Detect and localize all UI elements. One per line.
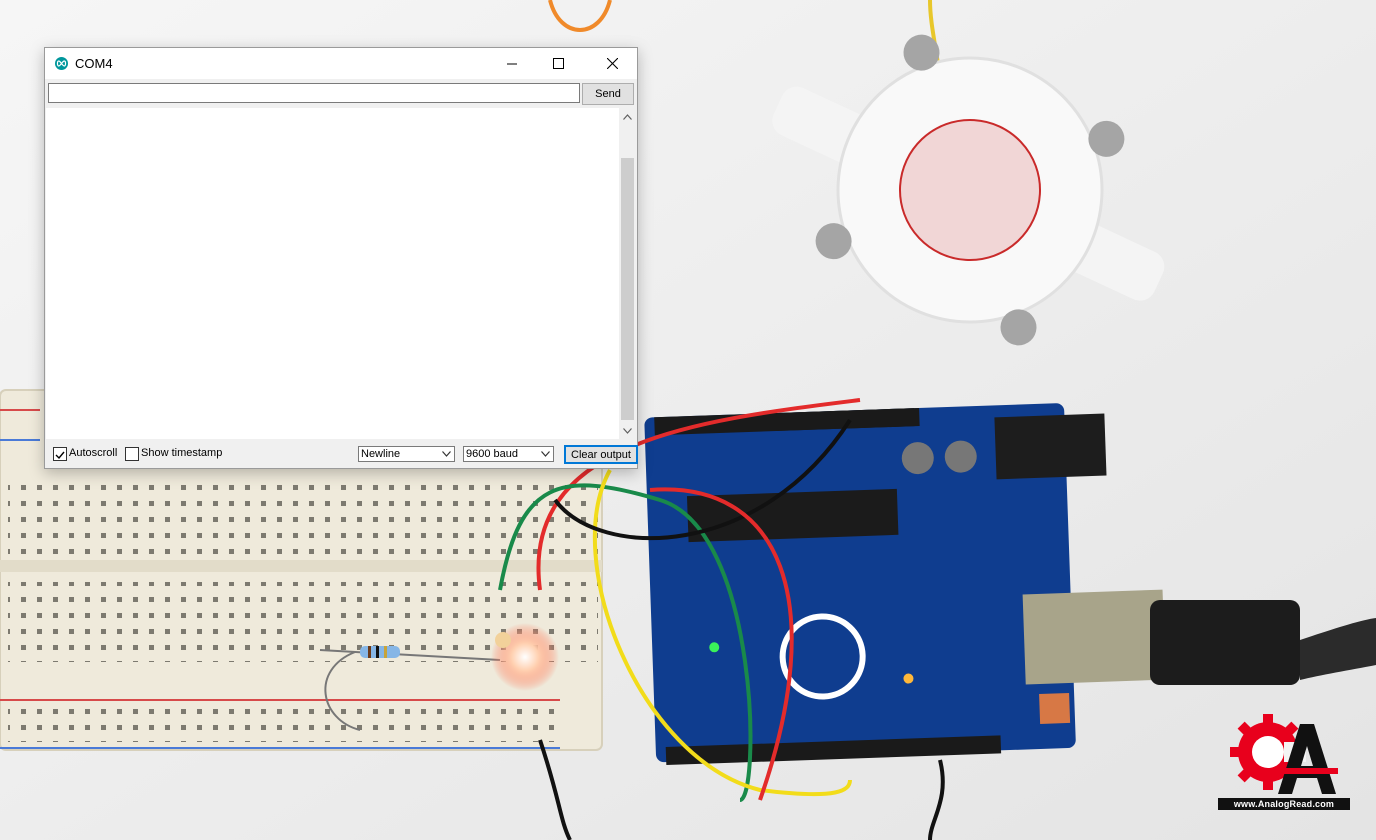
scroll-thumb[interactable] [621,158,634,420]
minimize-button[interactable] [489,48,535,79]
vertical-scrollbar[interactable] [619,108,636,439]
scroll-up-button[interactable] [619,108,636,125]
autoscroll-checkbox[interactable] [53,447,67,461]
chevron-up-icon [623,113,632,120]
scroll-down-button[interactable] [619,422,636,439]
bottom-bar: Autoscroll Show timestamp Newline 9600 b… [45,442,638,468]
resistor [319,646,501,731]
arduino-infinity-icon [55,57,68,70]
serial-output-area[interactable] [46,108,619,439]
water-flow-sensor [772,34,1165,346]
chevron-down-icon [623,427,632,434]
show-timestamp-checkbox[interactable] [125,447,139,461]
baud-rate-select[interactable]: 9600 baud [463,446,554,462]
led [491,623,559,691]
autoscroll-label: Autoscroll [69,447,118,459]
serial-input[interactable] [48,83,580,103]
close-icon [606,58,618,69]
minimize-icon [507,63,517,64]
chevron-down-icon [541,451,550,457]
usb-cable [1150,600,1376,685]
breadboard [0,389,603,751]
baud-rate-value: 9600 baud [466,448,518,460]
chevron-down-icon [442,451,451,457]
gear-a-logo-icon [1230,714,1338,794]
window-title: COM4 [75,56,113,71]
show-timestamp-label: Show timestamp [141,447,223,459]
checkmark-icon [55,451,65,460]
analogread-logo: www.AnalogRead.com [1218,712,1350,816]
logo-url-text: www.AnalogRead.com [1218,798,1350,810]
clear-output-button[interactable]: Clear output [564,445,638,464]
line-ending-select[interactable]: Newline [358,446,455,462]
title-bar[interactable]: COM4 [45,48,637,79]
maximize-icon [552,58,564,69]
serial-monitor-window: COM4 Send Autoscroll Show timestamp [44,47,638,469]
maximize-button[interactable] [535,48,581,79]
send-button[interactable]: Send [582,83,634,105]
line-ending-value: Newline [361,448,401,460]
close-button[interactable] [589,48,635,79]
arduino-uno-board [644,403,1166,766]
